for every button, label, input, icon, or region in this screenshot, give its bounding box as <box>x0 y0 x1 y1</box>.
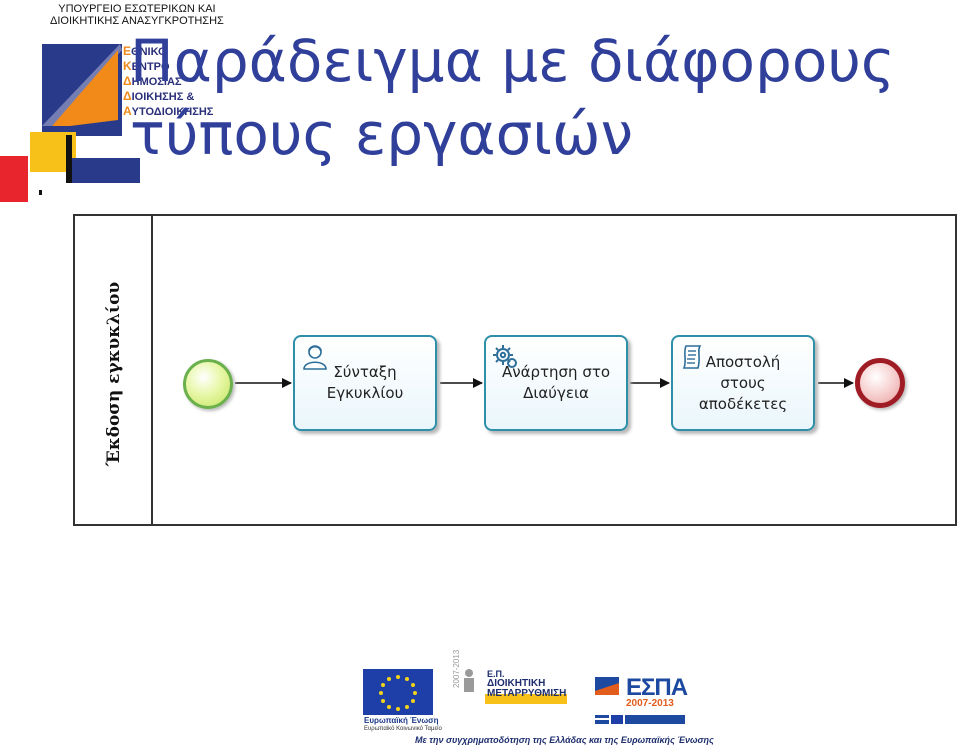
eu-sublabel: Ευρωπαϊκό Κοινωνικό Ταμείο <box>364 726 442 732</box>
espa-word: ΕΣΠΑ <box>626 674 688 701</box>
script-icon <box>682 345 702 369</box>
funding-logos <box>363 669 685 724</box>
eu-label: Ευρωπαϊκή Ένωση <box>364 716 439 725</box>
ministry-line-1: ΥΠΟΥΡΓΕΙΟ ΕΣΩΤΕΡΙΚΩΝ ΚΑΙ <box>58 3 216 15</box>
ekdda-logo-text: ΕΘΝΙΚΟ ΚΕΝΤΡΟ ΔΗΜΟΣΙΑΣ ΔΙΟΙΚΗΣΗΣ & ΑΥΤΟΔ… <box>123 44 214 118</box>
slide-title-line-2: τύπους εργασιών <box>130 100 633 168</box>
gears-icon <box>493 345 517 368</box>
eu-caption: Ευρωπαϊκή Ένωση Ευρωπαϊκό Κοινωνικό Ταμε… <box>364 716 442 734</box>
task-label: Αποστολή στους αποδέκετες <box>698 352 788 413</box>
task-label: Σύνταξη Εγκυκλίου <box>326 363 404 402</box>
slide-title: Παράδειγμα με διάφορους τύπους εργασιών <box>130 25 895 171</box>
op-person-icon <box>464 669 474 692</box>
end-event <box>855 358 905 408</box>
ekdda-logo-graphic <box>0 44 140 202</box>
bpmn-pool: Έκδοση εγκυκλίου <box>73 214 957 526</box>
task-label: Ανάρτηση στο Διαύγεια <box>501 363 611 402</box>
op-years: 2007-2013 <box>452 649 461 688</box>
funding-text: Με την συγχρηματοδότηση της Ελλάδας και … <box>415 735 714 745</box>
user-icon <box>303 345 327 370</box>
ministry-name: ΥΠΟΥΡΓΕΙΟ ΕΣΩΤΕΡΙΚΩΝ ΚΑΙ ΔΙΟΙΚΗΤΙΚΗΣ ΑΝΑ… <box>50 3 224 27</box>
op-label: Ε.Π. ΔΙΟΙΚΗΤΙΚΗ ΜΕΤΑΡΡΥΘΜΙΣΗ <box>487 669 566 699</box>
task-post-diavgeia: Ανάρτηση στο Διαύγεια <box>484 335 628 431</box>
task-send-recipients: Αποστολή στους αποδέκετες <box>671 335 815 431</box>
op-line-1: ΔΙΟΙΚΗΤΙΚΗ <box>487 678 546 689</box>
slide-title-line-1: Παράδειγμα με διάφορους <box>130 27 895 95</box>
espa-years: 2007-2013 <box>626 698 674 709</box>
task-compose-circular: Σύνταξη Εγκυκλίου <box>293 335 437 431</box>
start-event <box>183 359 233 409</box>
op-line-2: ΜΕΤΑΡΡΥΘΜΙΣΗ <box>487 688 567 699</box>
espa-logo-icon <box>595 677 685 724</box>
op-prefix: Ε.Π. <box>487 669 505 679</box>
ministry-line-2: ΔΙΟΙΚΗΤΙΚΗΣ ΑΝΑΣΥΓΚΡΟΤΗΣΗΣ <box>50 15 224 27</box>
lane-header: Έκδοση εγκυκλίου <box>75 216 153 524</box>
